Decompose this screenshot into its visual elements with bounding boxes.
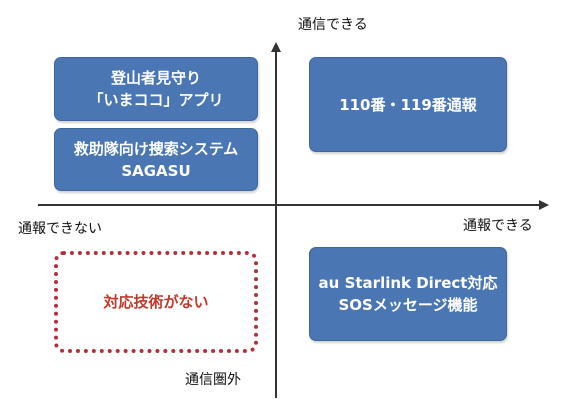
sagasu-line1: 救助隊向け捜索システム	[73, 139, 239, 158]
mountain-watch-line2: 「いまココ」アプリ	[88, 91, 224, 109]
mountain-watch-app-box: 登山者見守り 「いまココ」アプリ	[54, 57, 258, 121]
mountain-watch-line1: 登山者見守り	[110, 69, 201, 87]
no-tech-box: 対応技術がない	[54, 251, 258, 353]
emergency-call-line1: 110番・119番通報	[339, 95, 477, 114]
starlink-line2: SOSメッセージ機能	[338, 296, 478, 314]
axis-label-right: 通報できる	[463, 218, 533, 234]
axis-label-top: 通信できる	[298, 17, 368, 33]
axis-label-bottom: 通信圏外	[185, 372, 241, 388]
emergency-call-box: 110番・119番通報	[309, 57, 507, 152]
axis-label-left: 通報できない	[18, 221, 102, 237]
starlink-line1: au Starlink Direct対応	[318, 274, 498, 292]
sagasu-box: 救助隊向け捜索システム SAGASU	[54, 128, 258, 191]
no-tech-line1: 対応技術がない	[103, 293, 209, 311]
starlink-sos-box: au Starlink Direct対応 SOSメッセージ機能	[309, 247, 507, 341]
sagasu-line2: SAGASU	[121, 161, 191, 180]
